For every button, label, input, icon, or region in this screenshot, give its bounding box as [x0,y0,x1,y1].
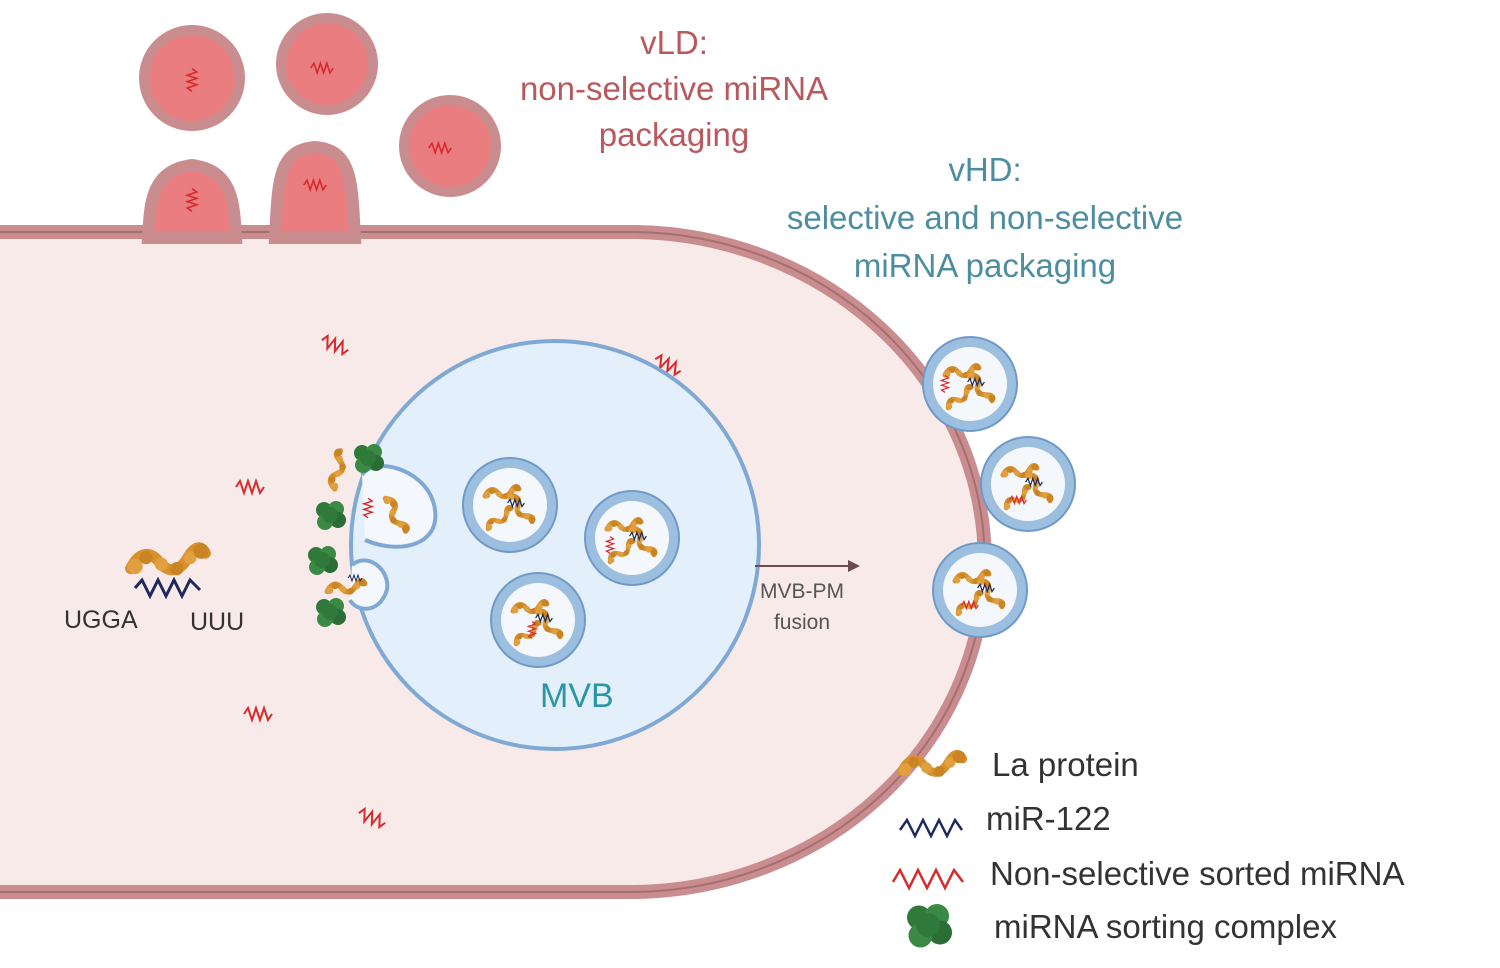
vhd-line1: selective and non-selective [786,199,1184,236]
vhd-exosome-3 [933,543,1027,637]
vld-vesicle-2 [276,13,378,115]
fusion-label: MVB-PM fusion [742,576,862,638]
vhd-exosome-2 [981,437,1075,531]
legend-mir-122: miR-122 [986,800,1111,837]
vhd-caption: vHD: selective and non-selective miRNA p… [735,146,1235,290]
legend-sorting-complex: miRNA sorting complex [994,908,1337,945]
vld-title: vLD: [640,24,708,61]
vld-vesicle-3 [399,95,501,197]
fusion-line1: MVB-PM [760,580,844,603]
sequence-left: UGGA [64,606,138,634]
sorting-complex-icon [907,904,952,948]
fusion-line2: fusion [773,611,831,634]
vld-line2: packaging [598,116,750,153]
vhd-line2: miRNA packaging [853,247,1117,284]
vhd-exosome-1 [923,337,1017,431]
la-protein-mir122-complex [127,543,208,600]
mvb-label: MVB [540,677,614,715]
vld-line1: non-selective miRNA [519,70,829,107]
mvb [308,339,761,751]
sequence-right: UUU [190,608,245,636]
legend-la-protein: La protein [992,746,1139,783]
vld-vesicle-1 [139,25,245,131]
budding-vesicle-1 [141,158,243,244]
fusion-arrow [755,560,860,572]
vld-caption: vLD: non-selective miRNA packaging [474,20,874,158]
vhd-title: vHD: [948,151,1022,188]
non-selective-mirna-icon [891,867,964,891]
budding-vesicle-2 [268,140,362,244]
legend-non-selective-mirna: Non-selective sorted miRNA [990,855,1405,892]
mir-122-icon [898,817,964,839]
